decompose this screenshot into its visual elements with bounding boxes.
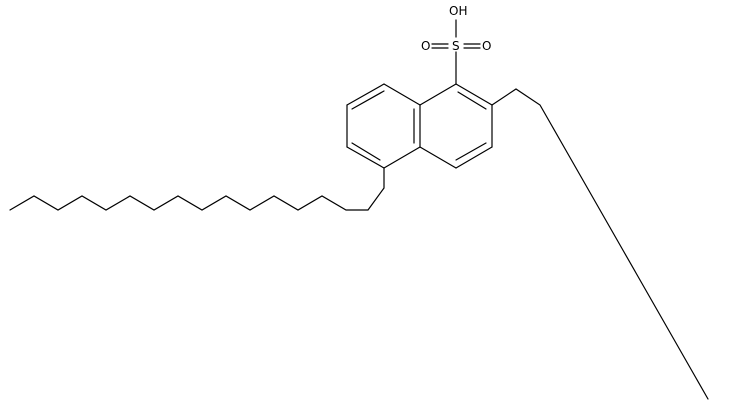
double-bond-inner [351,90,385,110]
bond [455,146,493,169]
bond [346,83,385,106]
oxygen-right-label: O [482,39,491,53]
bond [455,83,493,106]
sulfonic-acid-group: OH S O O [421,4,491,85]
double-bond-inner [457,91,487,110]
bond [419,146,457,169]
dodecyl-chain-right [491,88,709,400]
double-bond-inner [455,142,487,161]
bond [383,83,421,106]
bond [419,83,457,106]
dodecyl-chain-left [9,167,385,211]
alkyl-chain [9,167,385,211]
hydroxyl-label: OH [449,4,467,18]
alkyl-chain [491,88,709,400]
double-bond-inner [351,142,381,161]
bond [383,146,421,169]
oxygen-left-label: O [421,39,430,53]
sulfur-label: S [452,39,460,53]
naphthalene-core [346,83,493,169]
bond [346,146,385,169]
